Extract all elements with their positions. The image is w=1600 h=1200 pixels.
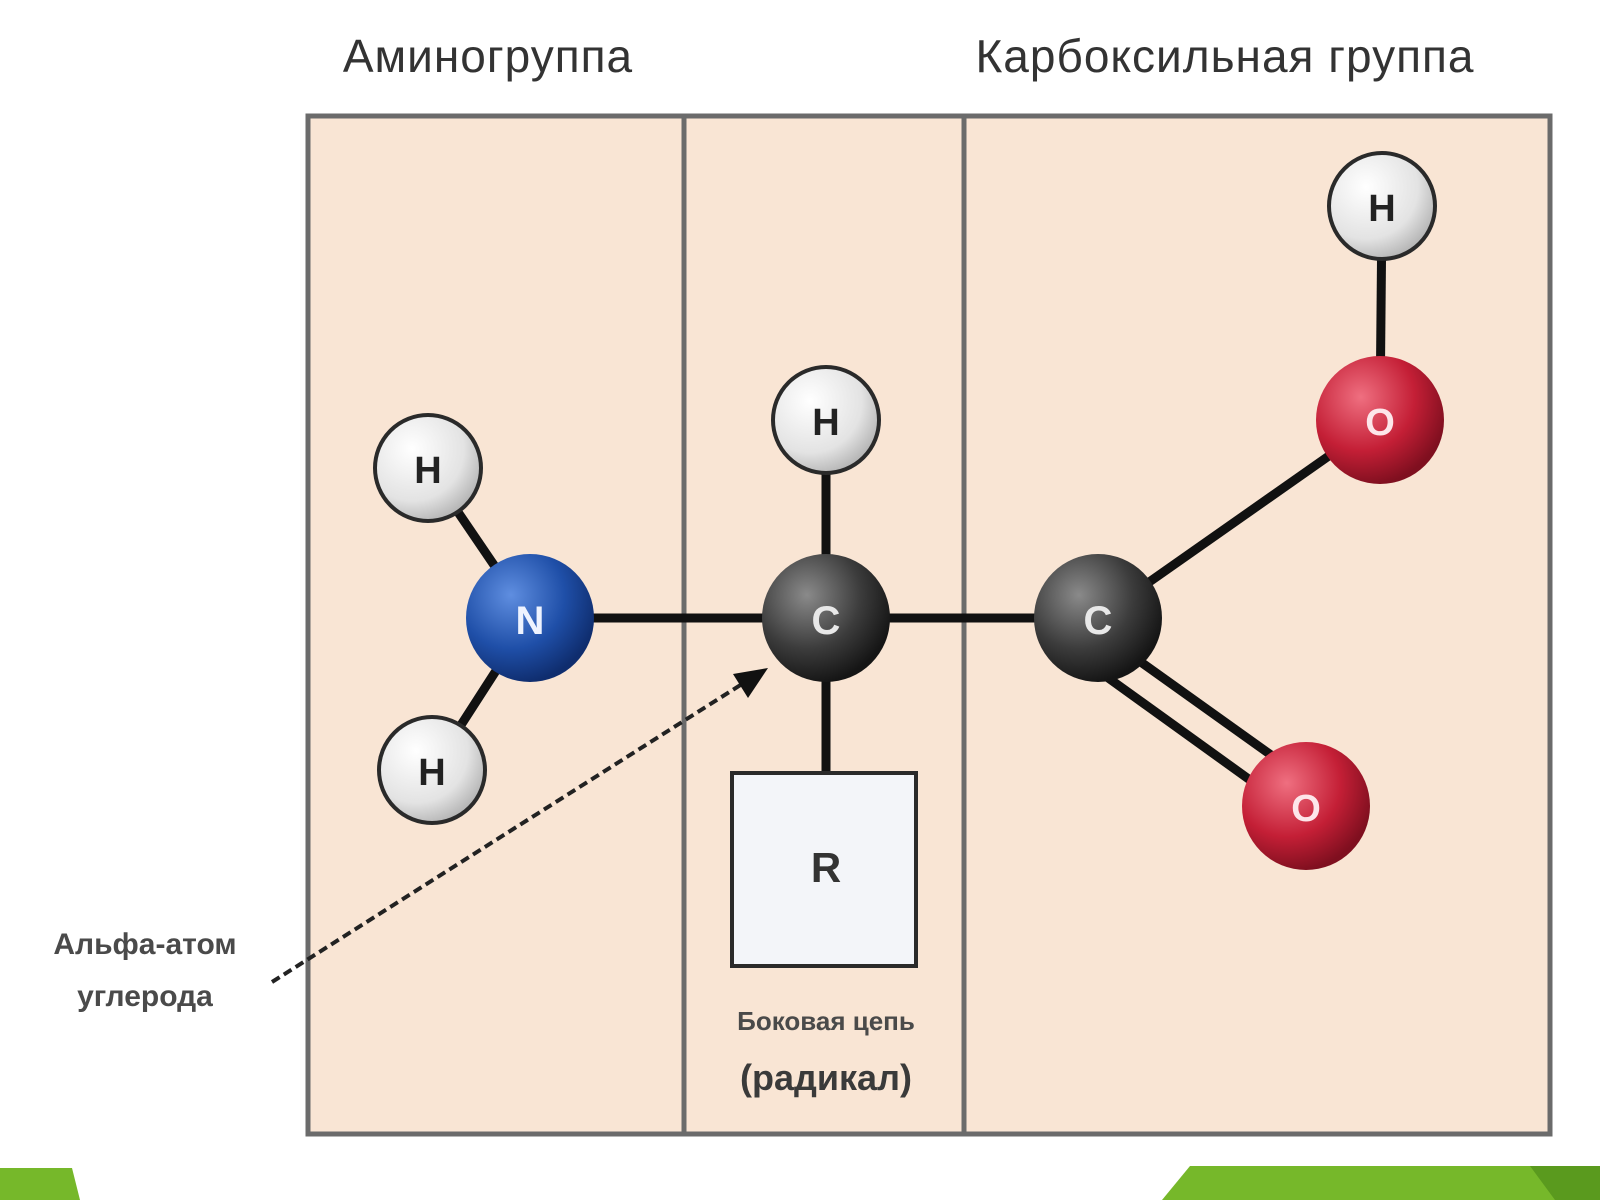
alpha-carbon-pointer [270,668,768,984]
alpha-carbon-label-line2: углерода [77,980,213,1013]
nitrogen-symbol: N [516,599,545,643]
carboxyl-group-title: Карбоксильная группа [976,30,1475,82]
green-accent-right [1162,1166,1600,1200]
side-chain-label-line2: (радикал) [740,1057,912,1098]
pointer-arrowhead [733,668,768,698]
hydrogen-atom-amine-bottom: H [377,715,487,825]
pointer-line [270,682,744,984]
radical-box [730,771,918,968]
alpha-carbon-atom: C [762,554,890,682]
green-accent-right-shade [1530,1166,1600,1200]
radical-symbol: R [811,844,841,891]
side-chain-label-line1: Боковая цепь [737,1006,915,1036]
oxygen-atom-carbonyl: O [1242,742,1370,870]
green-accent-left [0,1168,80,1200]
amino-group-title: Аминогруппа [343,30,633,82]
oxygen-symbol: O [1365,402,1395,444]
oxygen-atom-hydroxyl: O [1316,356,1444,484]
hydrogen-atom-amine-top: H [373,413,483,523]
hydrogen-symbol: H [418,752,445,794]
carboxyl-carbon-atom: C [1034,554,1162,682]
alpha-carbon-label-line1: Альфа-атом [53,928,236,961]
hydrogen-symbol: H [812,402,839,444]
hydrogen-atom-alpha: H [771,365,881,475]
oxygen-symbol: O [1291,788,1321,830]
hydrogen-symbol: H [1368,188,1395,230]
hydrogen-symbol: H [414,450,441,492]
hydrogen-atom-hydroxyl: H [1327,151,1437,261]
carbon-symbol: C [1084,599,1113,643]
carbon-symbol: C [812,599,841,643]
nitrogen-atom: N [466,554,594,682]
